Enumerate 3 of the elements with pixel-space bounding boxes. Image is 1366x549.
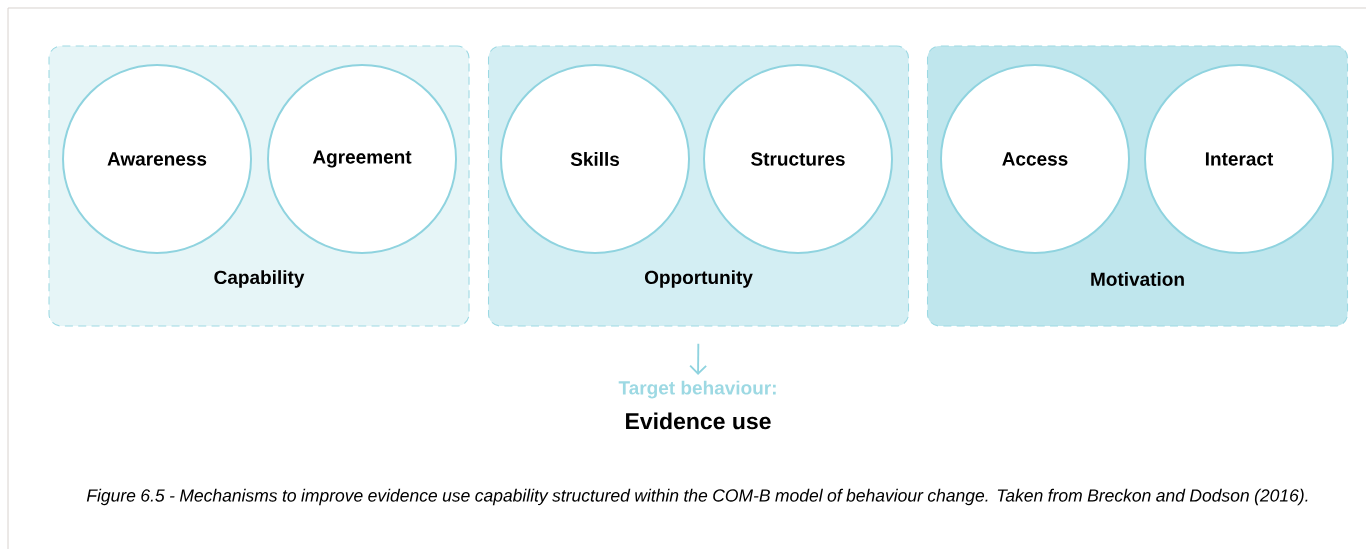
arrow (689, 342, 708, 376)
figure-caption: Figure 6.5 - Mechanisms to improve evidence use capability structured within the COM-B model of behaviour change. Taken from Breckon and Dodson (2016). (86, 488, 1308, 506)
target-text: Target behaviour: Evidence use (618, 380, 776, 430)
